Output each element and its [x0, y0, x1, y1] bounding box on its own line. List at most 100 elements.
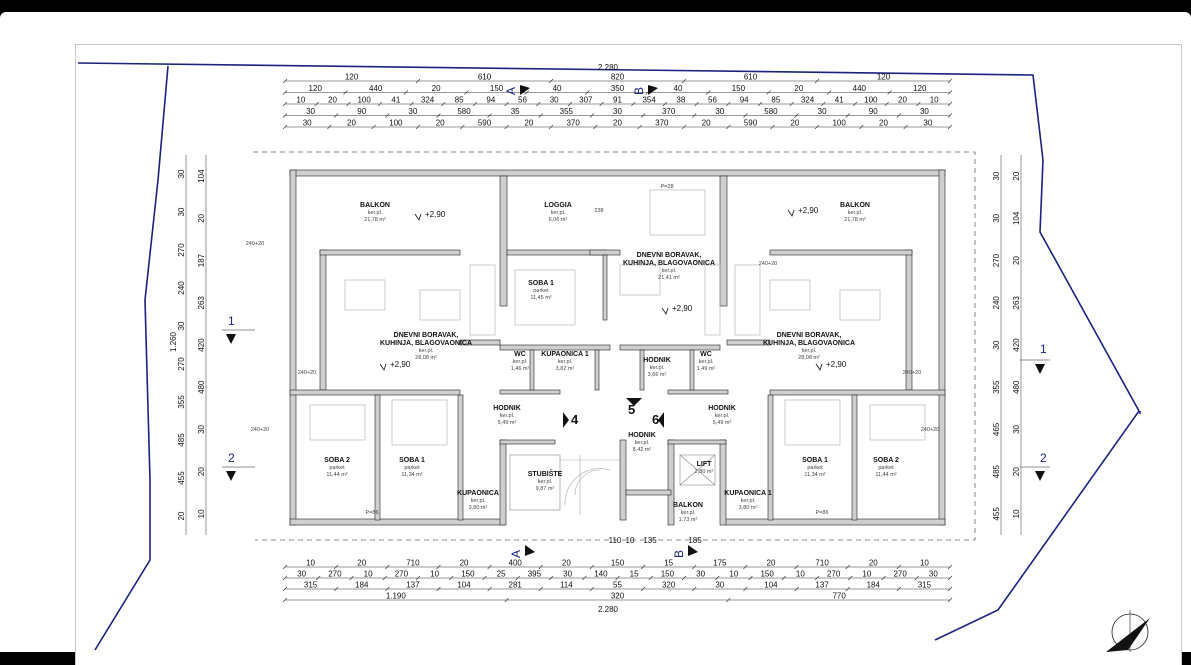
level-mark-label: +2,90 [390, 360, 411, 369]
room-name-2: KUHINJA, BLAGOVAONICA [380, 340, 472, 347]
top-dim-label: 56 [708, 96, 717, 105]
top-dim-label: 20 [432, 84, 441, 93]
svg-text:B: B [632, 87, 646, 95]
opening-label: 238 [594, 208, 603, 214]
right-dim-label: 20 [1012, 467, 1021, 476]
top-dim-label: 610 [744, 73, 758, 82]
room-name: HODNIK [643, 357, 671, 364]
top-dim-label: 820 [611, 73, 625, 82]
room-area: 21,78 m² [364, 217, 386, 223]
right-dim-label: 20 [1012, 256, 1021, 265]
svg-text:1: 1 [1040, 342, 1047, 356]
bottom-dim-label: 20 [357, 559, 366, 568]
right-dim-label: 465 [992, 422, 1001, 436]
right-dim-label: 30 [992, 171, 1001, 180]
room-area: 3,82 m² [556, 366, 575, 372]
top-dim-label: 20 [790, 119, 799, 128]
top-dim-label: 35 [511, 107, 520, 116]
room-floor: parket [404, 465, 420, 471]
furniture [309, 189, 926, 515]
left-dim-label: 30 [177, 207, 186, 216]
top-dim-label: 94 [740, 96, 749, 105]
left-dim-label: 30 [197, 424, 206, 433]
room-name: DNEVNI BORAVAK, [637, 252, 702, 259]
room-floor: ker.pl. [419, 348, 434, 354]
bottom-dim-label: 770 [832, 592, 846, 601]
room-floor: ker.pl. [848, 210, 863, 216]
top-dim-label: 370 [662, 107, 676, 116]
room-area: 1,73 m² [679, 517, 698, 523]
plot-boundary-left [94, 65, 169, 651]
screenshot-frame [0, 12, 1191, 665]
room-floor: parket [807, 465, 823, 471]
bottom-dim-label: 150 [611, 559, 625, 568]
bottom-dim-label: 114 [560, 581, 573, 590]
room-name: SOBA 1 [802, 457, 828, 464]
top-dim-label: 580 [457, 107, 471, 116]
section-marker-b-bottom: B [672, 545, 698, 558]
left-dim-label: 263 [197, 296, 206, 310]
top-total-dim: 2.280 [598, 63, 619, 72]
room-name: KUPAONICA [457, 490, 499, 497]
top-dim-label: 440 [369, 84, 383, 93]
bottom-dim-label: 104 [457, 581, 471, 590]
top-dim-label: 100 [389, 119, 403, 128]
bottom-dim-label: 400 [509, 559, 523, 568]
top-dim-label: 324 [421, 96, 435, 105]
apartment-number-5: 5 [628, 402, 635, 417]
right-dim-label: 263 [1012, 296, 1021, 310]
room-name: STUBIŠTE [528, 469, 563, 478]
room-floor: parket [329, 465, 345, 471]
top-dim-label: 20 [879, 119, 888, 128]
left-dim-label: 187 [197, 253, 206, 267]
bottom-dim-label: 710 [815, 559, 829, 568]
room-area: 2,80 m² [695, 469, 714, 475]
bottom-dim-label: 270 [395, 570, 409, 579]
top-dim-label: 120 [345, 73, 359, 82]
top-dim-label: 85 [771, 96, 780, 105]
svg-text:A: A [509, 550, 523, 558]
right-dim-label: 10 [1012, 509, 1021, 518]
room-floor: ker.pl. [681, 510, 696, 516]
room-area: 11,45 m² [530, 295, 551, 301]
section-marker-b-top: B [632, 85, 658, 95]
top-dim-label: 41 [391, 96, 400, 105]
top-dim-label: 30 [306, 107, 315, 116]
right-dim-label: 30 [1012, 424, 1021, 433]
svg-text:A: A [504, 87, 518, 95]
room-floor: ker.pl. [699, 359, 714, 365]
top-dim-label: 30 [303, 119, 312, 128]
left-dim-label: 30 [177, 169, 186, 178]
top-dim-label: 40 [674, 84, 683, 93]
bottom-dim-label: 150 [661, 570, 675, 579]
stair-dim-label: 10 [626, 536, 635, 545]
bottom-dim-label: 150 [461, 570, 475, 579]
left-dim-label: 240 [177, 281, 186, 295]
level-marks: +2,90+2,90+2,90+2,90+2,90 [379, 206, 847, 371]
left-dim-label: 270 [177, 357, 186, 371]
bottom-dim-label: 20 [869, 559, 878, 568]
room-name: SOBA 1 [528, 280, 554, 287]
section-marker-a-bottom: A [509, 545, 535, 558]
building-setback-line [253, 151, 976, 541]
room-area: 28,08 m² [798, 355, 820, 361]
top-dim-label: 10 [930, 96, 939, 105]
bottom-dim-label: 270 [893, 570, 907, 579]
room-name: KUPAONICA 1 [724, 490, 772, 497]
room-name: SOBA 2 [324, 457, 350, 464]
top-dim-label: 20 [794, 84, 803, 93]
room-area: 9,87 m² [536, 486, 555, 492]
right-dim-label: 240 [992, 296, 1001, 310]
room-name: BALKON [360, 202, 390, 209]
top-dim-label: 20 [613, 119, 622, 128]
right-dim-label: 270 [992, 253, 1001, 267]
